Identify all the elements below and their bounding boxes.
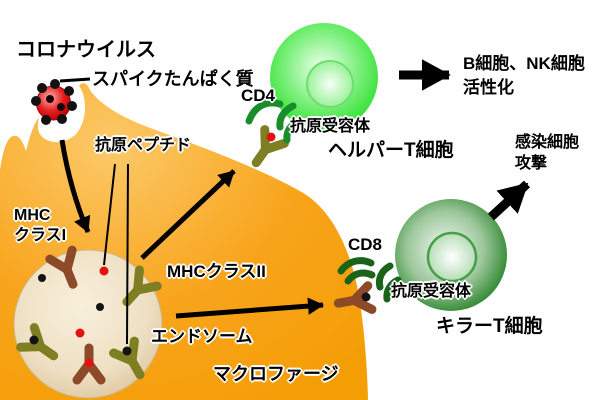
- killer-t-nucleus: [426, 231, 478, 283]
- attack-line2: 攻撃: [515, 155, 548, 172]
- b-nk-activation-line1: B細胞、NK細胞: [463, 54, 585, 73]
- arrow-killer-to-attack: [487, 180, 531, 221]
- infected-cell-attack-label: 感染細胞 攻撃: [515, 132, 579, 174]
- cd4-tcr-complex: [245, 99, 303, 144]
- pointer-peptide-black: [126, 163, 129, 345]
- mhc-class1-line1: MHC: [14, 207, 51, 224]
- peptide-dot-black: [96, 303, 104, 311]
- mhc-class2-label: MHCクラスII: [167, 262, 266, 281]
- arrow-endosome-to-mhc2: [140, 169, 236, 260]
- cd8-tcr-complex: [337, 257, 402, 303]
- antigen-receptor-killer-label: 抗原受容体: [391, 283, 472, 300]
- peptide-dot-red: [99, 266, 109, 276]
- antigen-receptor-helper-label: 抗原受容体: [290, 118, 371, 135]
- peptide-dot-black: [38, 274, 46, 282]
- peptide-dot-red: [266, 132, 276, 142]
- helper-t-nucleus: [306, 60, 354, 108]
- endosome-label: エンドソーム: [151, 327, 253, 346]
- mhc2-receptor-surface: [246, 130, 284, 170]
- helper-t-cell: [270, 23, 378, 131]
- peptide-dot-red: [75, 328, 85, 338]
- attack-line1: 感染細胞: [515, 134, 580, 151]
- peptide-dot-red: [84, 358, 94, 368]
- pointer-spike-protein: [59, 77, 91, 83]
- killer-t-cell-label: キラーT細胞: [436, 316, 543, 337]
- spike-protein-label: スパイクたんぱく質: [92, 69, 254, 89]
- peptide-dot-black: [122, 346, 132, 356]
- pointer-peptide-red: [103, 163, 116, 266]
- cd4-label: CD4: [241, 86, 276, 105]
- mhc-class1-line2: クラスI: [14, 227, 67, 244]
- b-nk-activation-line2: 活性化: [463, 78, 514, 97]
- peptide-dot-black: [29, 335, 39, 345]
- arrow-endosome-to-mhc1: [175, 297, 324, 319]
- peptide-dot-black: [361, 292, 371, 302]
- helper-t-cell-label: ヘルパーT細胞: [328, 140, 454, 161]
- coronavirus-icon: [31, 79, 77, 125]
- killer-t-cell: [395, 199, 507, 311]
- coronavirus-label: コロナウイルス: [16, 39, 156, 61]
- mhc-class1-label: MHC クラスI: [14, 206, 66, 246]
- cd8-label: CD8: [348, 235, 383, 254]
- b-nk-activation-label: B細胞、NK細胞 活性化: [463, 52, 585, 100]
- macrophage-label: マクロファージ: [213, 364, 339, 384]
- arrow-virus-to-endosome: [59, 139, 91, 233]
- antigen-peptide-label: 抗原ペプチド: [95, 137, 192, 154]
